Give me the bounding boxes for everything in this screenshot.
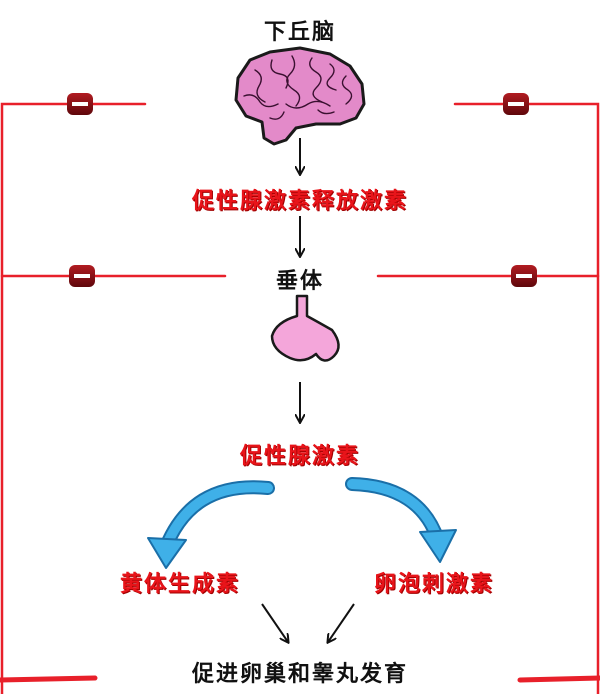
feedback-lines-right bbox=[376, 102, 600, 694]
curve-arrow-left bbox=[147, 480, 275, 569]
inhibit-badge-top-right bbox=[503, 93, 529, 115]
arrow-lh-to-result bbox=[261, 603, 288, 642]
label-result: 促进卵巢和睾丸发育 bbox=[191, 662, 409, 687]
inhibit-badge-mid-right bbox=[511, 265, 537, 287]
label-gonadotropin: 促性腺激素 bbox=[239, 444, 361, 469]
label-hypothalamus: 下丘脑 bbox=[263, 20, 337, 45]
inhibit-badge-mid-left bbox=[69, 265, 95, 287]
feedback-lines-left bbox=[0, 102, 227, 694]
curve-arrow-right bbox=[345, 477, 457, 563]
label-pituitary: 垂体 bbox=[275, 269, 325, 294]
brain-icon bbox=[234, 46, 366, 146]
label-fsh: 卵泡刺激素 bbox=[373, 572, 495, 597]
label-gnrh: 促性腺激素释放激素 bbox=[191, 189, 409, 214]
label-lh: 黄体生成素 bbox=[119, 572, 241, 597]
inhibit-badge-top-left bbox=[67, 93, 93, 115]
flow-arrows bbox=[261, 138, 355, 642]
pituitary-icon bbox=[270, 294, 340, 362]
arrow-fsh-to-result bbox=[328, 603, 355, 642]
